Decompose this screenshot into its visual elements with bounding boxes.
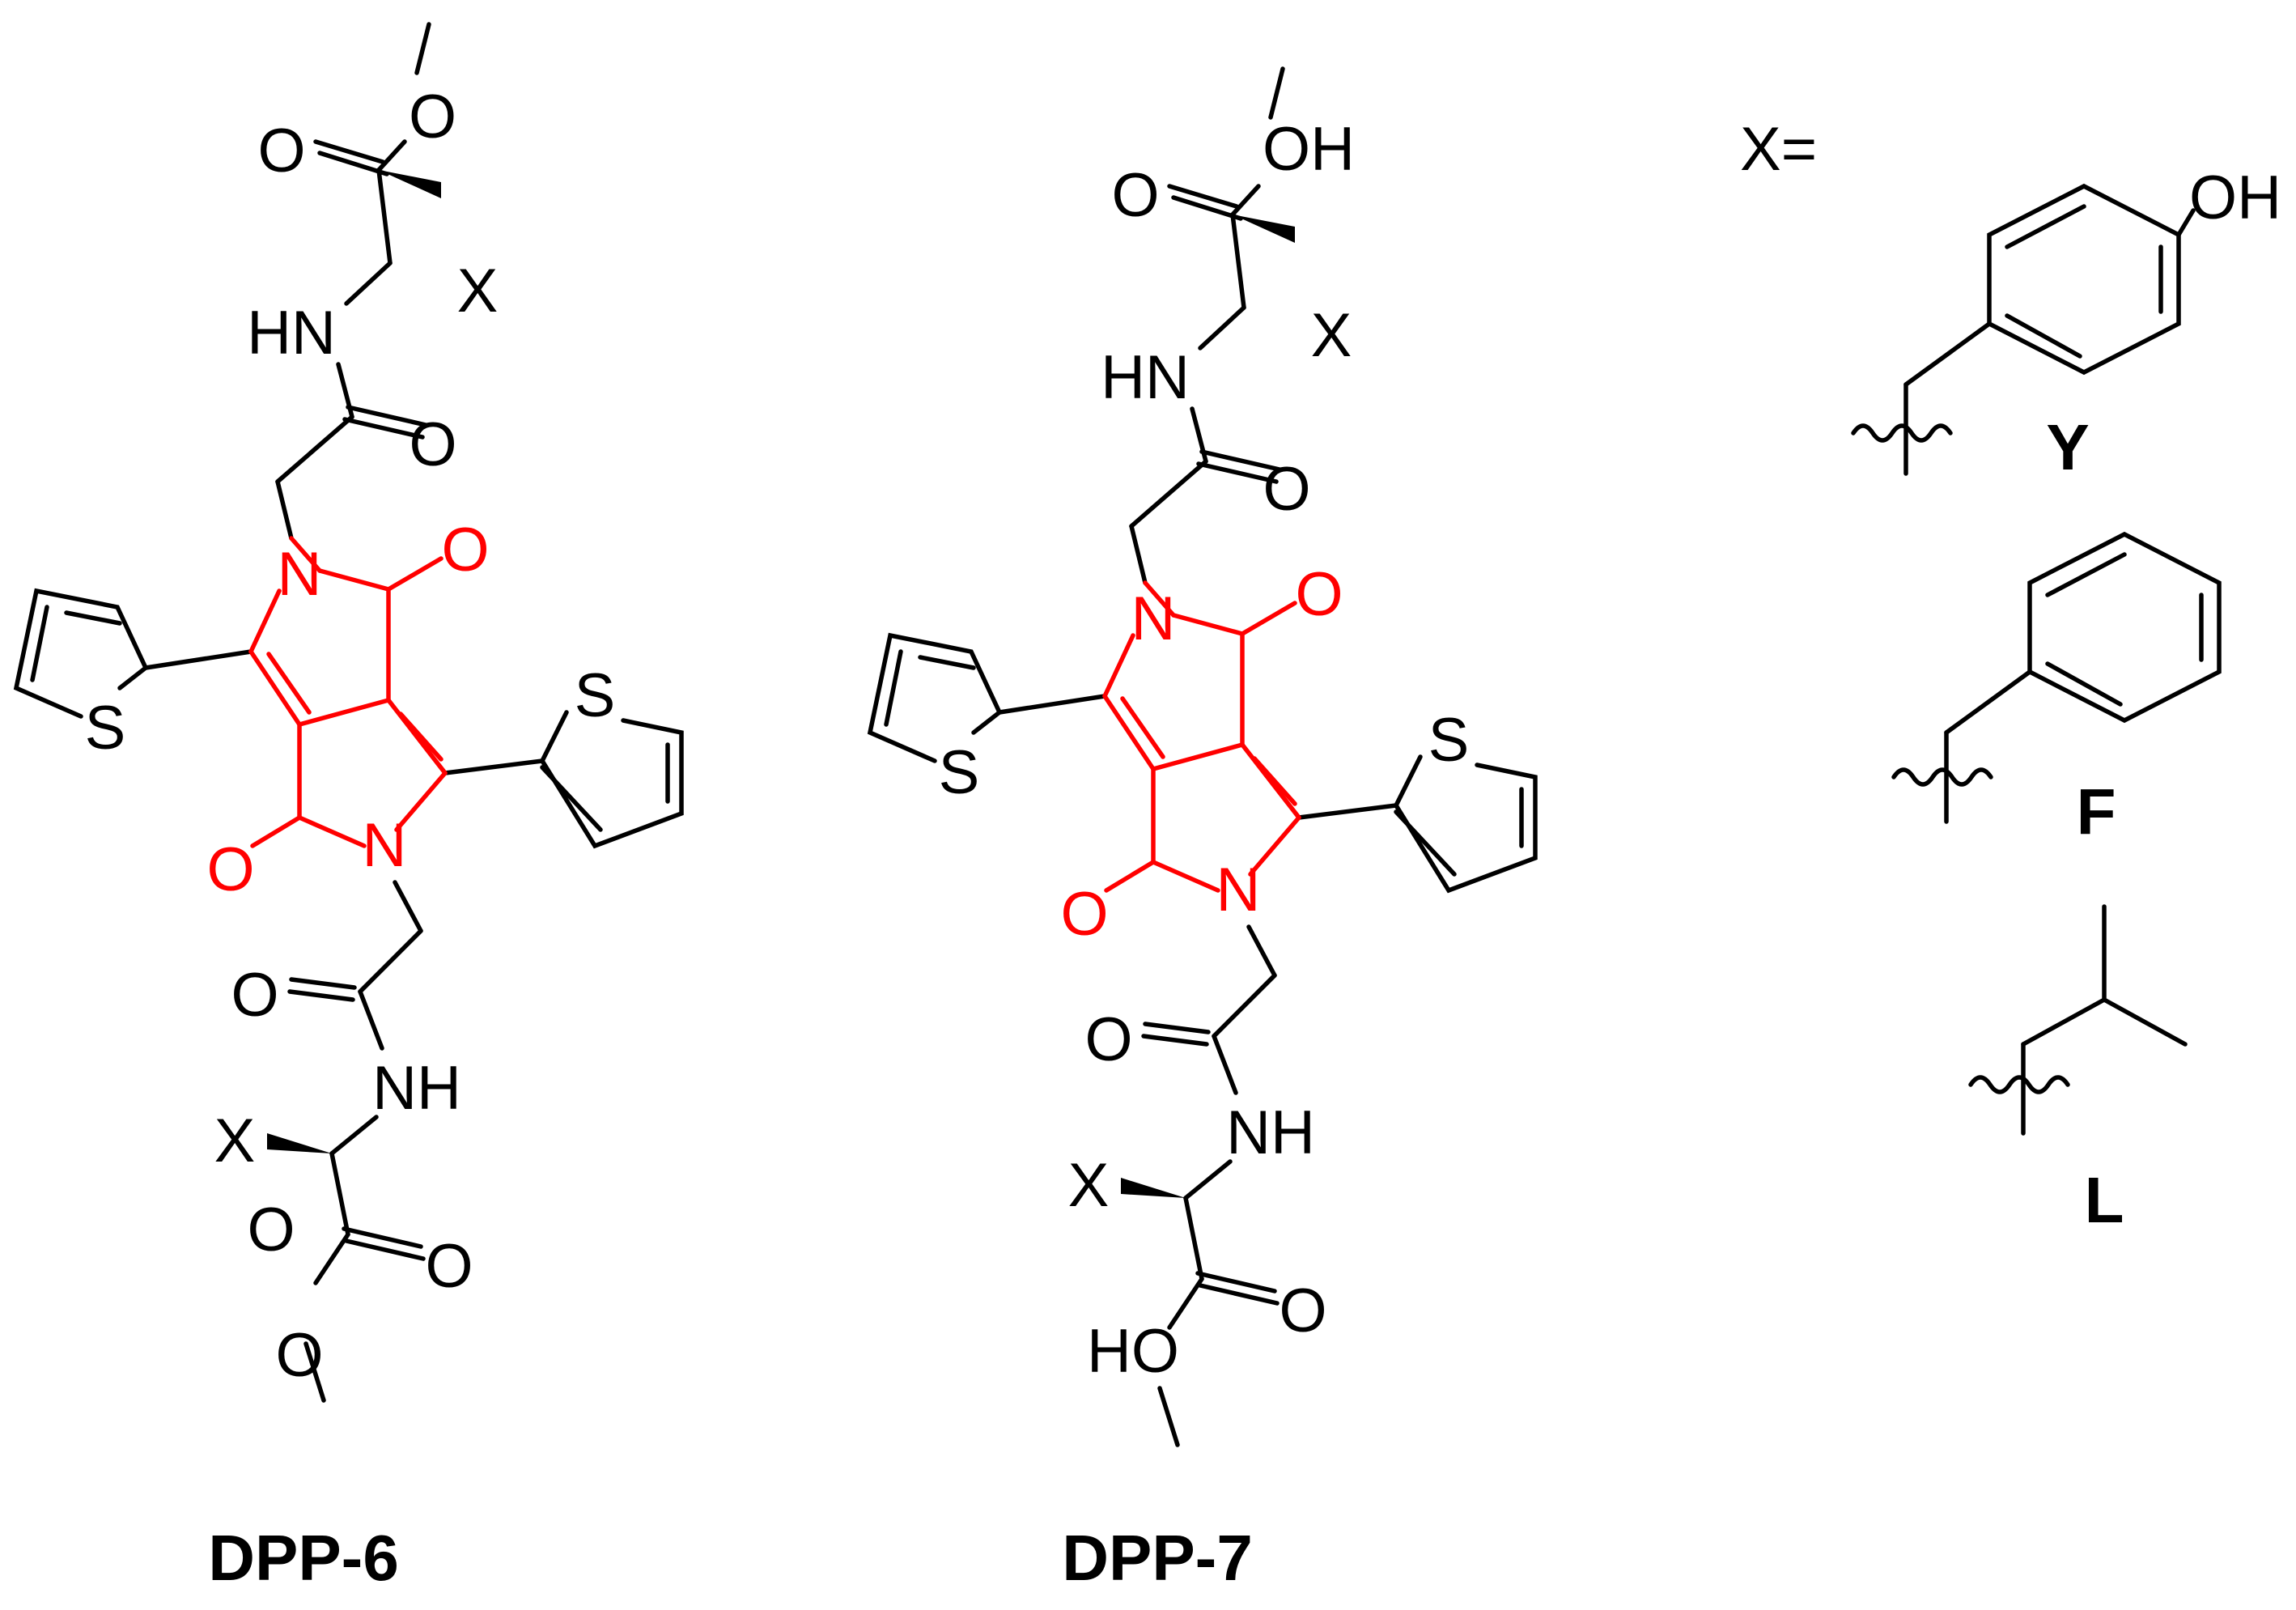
dpp7-core-nitrogen-top: N	[1131, 584, 1176, 653]
dpp7-carbonyl-oxygen-bottom: O	[1279, 1277, 1326, 1345]
tyrosine-hydroxyl: OH	[2189, 164, 2281, 232]
dpp6-atom-labels: O O X HN O S S O O O O NH X N O N O	[85, 83, 616, 1390]
substituent-legend: X= OH Y	[1740, 115, 2281, 1236]
dpp6-amide-oxygen-top: O	[409, 410, 456, 479]
dpp7-terminal-top: OH	[1263, 115, 1355, 184]
dpp7-amide-nh-top: HN	[1101, 343, 1190, 412]
compound-label-dpp7: DPP-7	[1062, 1522, 1253, 1594]
residue-label-y: Y	[2046, 411, 2089, 483]
dpp6-core-oxygen-bottom: O	[206, 835, 254, 904]
dpp6-core-nitrogen-bottom: N	[363, 811, 407, 880]
dpp6-amide-nh-top: HN	[247, 299, 336, 367]
dpp7-thiophene-sulfur-right: S	[1428, 706, 1470, 775]
dpp6-substituent-x-top: X	[457, 257, 499, 325]
residue-phenylalanine: F	[1891, 531, 2222, 847]
residue-tyrosine: OH Y	[1851, 164, 2281, 483]
dpp6-core-nitrogen-top: N	[278, 540, 322, 609]
dpp7-amide-oxygen-bottom: O	[1084, 1005, 1132, 1074]
legend-prefix: X=	[1740, 115, 1817, 184]
dpp6-core-oxygen-top: O	[441, 516, 489, 584]
dpp7-core-oxygen-bottom: O	[1060, 880, 1108, 949]
residue-label-f: F	[2077, 775, 2116, 847]
residue-leucine: L	[1968, 904, 2188, 1236]
molecule-dpp7: O OH X HN O S S O HO O NH X N O N O DPP-…	[870, 69, 1535, 1594]
dpp6-ester-oxygen-bottom: O	[247, 1196, 295, 1264]
dpp6-thiophene-sulfur-left: S	[85, 694, 126, 763]
dpp6-amide-oxygen-bottom: O	[231, 961, 278, 1030]
dpp7-amide-oxygen-top: O	[1263, 455, 1310, 524]
dpp6-amide-nh-bottom: NH	[372, 1054, 461, 1123]
dpp7-amide-nh-bottom: NH	[1226, 1098, 1315, 1167]
molecule-dpp6: O O X HN O S S O O O O NH X N O N O DPP-…	[16, 24, 681, 1594]
dpp6-terminal-top: O	[409, 83, 456, 151]
dpp7-terminal-bottom: HO	[1087, 1317, 1179, 1386]
dpp6-carbonyl-oxygen-top: O	[257, 117, 305, 185]
dpp6-thiophene-sulfur-right: S	[575, 661, 616, 730]
dpp7-atom-labels: O OH X HN O S S O HO O NH X N O N O	[939, 115, 1470, 1386]
dpp6-carbonyl-oxygen-bottom: O	[425, 1232, 473, 1301]
dpp6-substituent-x-bottom: X	[214, 1107, 256, 1175]
dpp7-thiophene-sulfur-left: S	[939, 738, 980, 807]
dpp7-core-nitrogen-bottom: N	[1216, 856, 1261, 924]
dpp7-carbonyl-oxygen-top: O	[1111, 161, 1159, 230]
dpp7-substituent-x-top: X	[1311, 301, 1352, 370]
dpp7-substituent-x-bottom: X	[1068, 1151, 1110, 1220]
dpp6-terminal-bottom: O	[275, 1321, 323, 1390]
residue-label-l: L	[2085, 1164, 2124, 1236]
compound-label-dpp6: DPP-6	[208, 1522, 399, 1594]
dpp7-core-oxygen-top: O	[1295, 560, 1343, 629]
